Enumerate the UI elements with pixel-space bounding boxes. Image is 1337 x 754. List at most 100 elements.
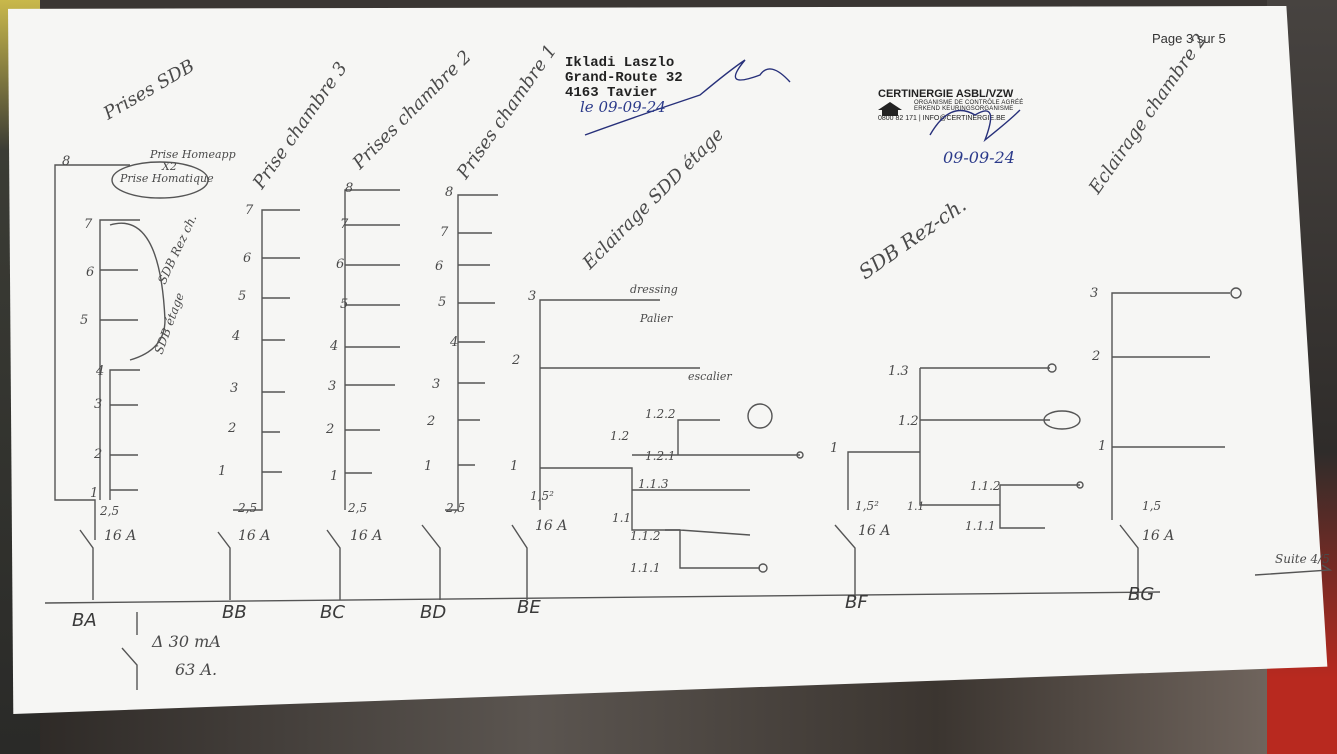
svg-text:4: 4 — [231, 329, 240, 344]
inspector-signature — [929, 109, 1021, 143]
note-prise-homatique: Prise Homatique — [119, 172, 214, 185]
svg-text:2: 2 — [227, 421, 236, 436]
note-sdb-etage: SDB étage — [152, 291, 187, 356]
svg-text:1.1.2: 1.1.2 — [970, 479, 1001, 493]
svg-text:3: 3 — [328, 379, 336, 394]
svg-text:7: 7 — [440, 225, 449, 240]
svg-text:3: 3 — [94, 397, 102, 412]
svg-text:3: 3 — [230, 381, 238, 396]
section-bb: 2,5 — [237, 501, 257, 515]
circuit-bb: 7 6 5 4 3 2 1 2,5 16 A — [217, 203, 300, 600]
page-number: Page 3 sur 5 — [1152, 31, 1226, 46]
section-be: 1,5² — [530, 489, 554, 503]
svg-text:5: 5 — [80, 313, 88, 328]
svg-text:1.1: 1.1 — [612, 511, 631, 525]
inspector-line2: ERKEND KEURINGSORGANISME — [914, 106, 1014, 112]
svg-text:8: 8 — [62, 154, 70, 169]
svg-text:1.2.2: 1.2.2 — [645, 407, 676, 421]
svg-text:1: 1 — [830, 441, 838, 456]
section-bf: 1,5² — [855, 499, 879, 513]
svg-text:6: 6 — [243, 251, 251, 266]
breaker-bf: 16 A — [858, 523, 890, 539]
svg-text:6: 6 — [336, 257, 344, 272]
breaker-bg: 16 A — [1142, 528, 1174, 544]
circuit-bg: 3 2 1 1,5 16 A Suite 4/5 — [1090, 286, 1333, 600]
note-palier: Palier — [639, 312, 673, 325]
svg-text:7: 7 — [84, 217, 93, 232]
svg-text:3: 3 — [1090, 286, 1098, 301]
svg-text:2: 2 — [1091, 349, 1100, 364]
client-street: Grand-Route 32 — [565, 70, 683, 86]
note-dressing: dressing — [630, 283, 678, 296]
circuit-title-ba: Prises SDB — [99, 55, 198, 124]
main-busbar — [44, 591, 1161, 604]
svg-text:6: 6 — [86, 265, 94, 280]
circuit-title-bf: SDB Rez-ch. — [854, 192, 971, 284]
svg-text:1: 1 — [1098, 439, 1106, 454]
circuit-title-bg: Eclairage chambre 2 — [1084, 30, 1211, 199]
inspector-company: CERTINERGIE ASBL/VZW — [878, 88, 1014, 100]
svg-text:2: 2 — [511, 353, 520, 368]
svg-text:6: 6 — [435, 259, 443, 274]
breaker-bb: 16 A — [238, 528, 270, 544]
circuit-id-be: BE — [517, 597, 541, 618]
svg-text:1.1.3: 1.1.3 — [638, 477, 669, 491]
svg-text:7: 7 — [245, 203, 254, 218]
svg-text:4: 4 — [449, 335, 458, 350]
svg-text:1.2: 1.2 — [610, 429, 629, 443]
circuit-bc: 8 7 6 5 4 3 2 1 2,5 16 A — [325, 181, 400, 600]
note-prise-homeapp: Prise Homeapp — [149, 148, 236, 161]
svg-text:1.3: 1.3 — [888, 364, 909, 379]
svg-text:4: 4 — [95, 364, 104, 379]
circuit-id-bb: BB — [222, 602, 247, 623]
circuit-id-bg: BG — [1128, 584, 1154, 605]
circuit-title-be: Eclairage SDD étage — [578, 124, 728, 274]
svg-text:4: 4 — [329, 339, 338, 354]
note-escalier: escalier — [688, 370, 732, 383]
main-breaker-rating: 63 A. — [175, 660, 217, 679]
note-suite: Suite 4/5 — [1275, 552, 1330, 566]
section-bg: 1,5 — [1142, 499, 1161, 513]
circuit-id-bc: BC — [320, 602, 345, 623]
house-icon — [878, 102, 902, 116]
note-sdb-rez: SDB Rez ch. — [155, 212, 199, 286]
svg-text:3: 3 — [432, 377, 440, 392]
note-circle — [111, 161, 209, 199]
svg-text:1.2.1: 1.2.1 — [645, 449, 676, 463]
svg-text:1: 1 — [330, 469, 338, 484]
svg-text:7: 7 — [340, 217, 349, 232]
circuit-bf: 1.3 1.2 1 1,5² 16 A 1.1.2 1.1.1 1.1 — [830, 363, 1084, 600]
section-bc: 2,5 — [347, 501, 367, 515]
inspector-date: 09-09-24 — [943, 148, 1015, 167]
section-ba: 2,5 — [99, 504, 119, 518]
svg-text:2: 2 — [93, 447, 102, 462]
svg-text:5: 5 — [438, 295, 446, 310]
breaker-bc: 16 A — [350, 528, 382, 544]
circuit-ba: 8 7 6 5 4 3 2 1 2,5 16 A — [54, 154, 166, 600]
svg-text:1.1.2: 1.1.2 — [630, 529, 661, 543]
circuit-bd: 8 7 6 5 4 3 2 1 2,5 — [421, 185, 498, 600]
circuit-title-bb: Prise chambre 3 — [248, 58, 352, 193]
svg-text:5: 5 — [340, 297, 348, 312]
svg-text:1.1: 1.1 — [907, 500, 925, 513]
svg-text:2: 2 — [325, 422, 334, 437]
circuit-id-bf: BF — [845, 592, 868, 613]
circuit-title-bc: Prises chambre 2 — [348, 46, 476, 174]
svg-text:1.1.1: 1.1.1 — [630, 561, 661, 575]
client-city: 4163 Tavier — [565, 85, 658, 101]
client-name: Ikladi Laszlo — [565, 55, 675, 71]
svg-text:1: 1 — [510, 459, 518, 474]
circuit-id-bd: BD — [420, 602, 446, 623]
svg-text:1: 1 — [90, 486, 98, 501]
section-bd: 2,5 — [445, 501, 465, 515]
schematic-sheet — [8, 6, 1328, 714]
svg-text:2: 2 — [426, 414, 435, 429]
svg-text:1.2: 1.2 — [898, 414, 919, 429]
breaker-ba: 16 A — [104, 528, 136, 544]
circuit-id-ba: BA — [72, 610, 97, 631]
svg-text:3: 3 — [528, 289, 536, 304]
inspector-line1: ORGANISME DE CONTRÔLE AGRÉÉ — [914, 100, 1024, 106]
svg-text:1: 1 — [424, 459, 432, 474]
svg-text:1: 1 — [218, 464, 226, 479]
